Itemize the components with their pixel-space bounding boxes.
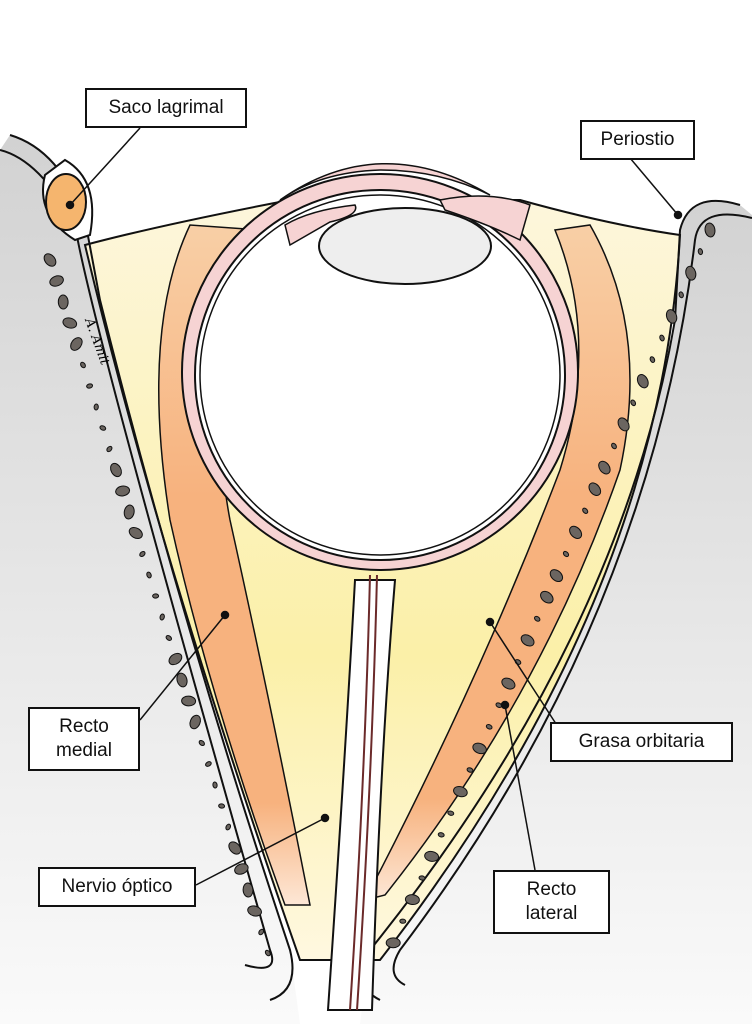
bone-pore: [99, 425, 107, 431]
bone-pore: [110, 462, 122, 478]
lacrimal-sac: [45, 173, 87, 231]
right-orbital-bone: [360, 200, 752, 1024]
bone-pore: [258, 928, 265, 936]
bone-pore: [569, 525, 583, 539]
bone-pore: [685, 265, 697, 281]
bone-pore: [49, 275, 64, 287]
label-lacrimal-sac: Saco lagrimal: [85, 88, 247, 128]
bone-pore: [189, 714, 201, 730]
bone-pore: [617, 417, 630, 432]
bone-pore: [472, 742, 487, 755]
bone-pore: [549, 569, 564, 583]
bone-pore: [152, 593, 160, 599]
bone-pore: [582, 507, 589, 514]
bone-pore: [242, 882, 254, 898]
bone-pore: [630, 399, 637, 407]
bone-pore: [399, 918, 407, 924]
bone-pore: [588, 482, 602, 496]
bone-pore: [520, 634, 535, 647]
bone-pore: [485, 724, 493, 730]
bone-pore: [115, 485, 131, 497]
bone-pore: [165, 635, 173, 641]
label-medial-rectus: Recto medial: [28, 707, 140, 771]
bone-pore: [424, 850, 440, 862]
bone-pore: [70, 337, 83, 351]
bone-pore: [128, 527, 143, 539]
bone-pore: [453, 785, 468, 798]
bone-pore: [198, 739, 205, 747]
bone-pore: [659, 334, 665, 342]
bone-pore: [418, 875, 426, 881]
bone-pore: [404, 894, 420, 906]
bone-pore: [139, 550, 146, 558]
lens: [318, 207, 492, 285]
bone-pore: [697, 248, 704, 256]
bone-pore: [106, 445, 113, 453]
bone-pore: [80, 361, 86, 369]
bone-pore: [225, 823, 232, 831]
bone-pore: [181, 695, 197, 707]
left-orbital-bone: [0, 135, 300, 1024]
bone-pore: [611, 442, 617, 450]
bone-pore: [466, 767, 474, 773]
bone-pore: [533, 615, 541, 622]
bone-pore: [168, 652, 183, 666]
bone-pore: [228, 841, 242, 855]
bone-pore: [437, 832, 445, 838]
bone-pore: [385, 937, 401, 949]
bone-pore: [501, 677, 516, 690]
bone-pore: [678, 291, 684, 299]
iris-ciliary-medial: [284, 204, 357, 247]
bone-pore: [93, 403, 99, 411]
bone-pore: [86, 383, 94, 389]
bone-pore: [62, 317, 78, 329]
bone-pore: [159, 613, 165, 621]
label-optic-nerve: Nervio óptico: [38, 867, 196, 907]
bone-pore: [704, 222, 716, 238]
bone-pore: [123, 504, 135, 520]
globe-interior: [194, 189, 566, 561]
bone-pore: [636, 374, 649, 389]
bone-pore: [562, 550, 570, 558]
bone-pore: [234, 863, 249, 875]
bone-pore: [218, 803, 226, 809]
bone-pore: [212, 781, 218, 789]
label-lateral-rectus: Recto lateral: [493, 870, 610, 934]
bone-pore: [665, 309, 678, 324]
label-periosteum: Periostio: [580, 120, 695, 160]
bone-pore: [447, 810, 455, 816]
label-orbital-fat: Grasa orbitaria: [550, 722, 733, 762]
bone-pore: [247, 905, 262, 917]
bone-pore: [264, 949, 271, 957]
bone-pore: [540, 590, 554, 604]
bone-pore: [146, 571, 152, 579]
bone-pore: [205, 761, 212, 767]
bone-pore: [649, 356, 656, 363]
iris-ciliary-lateral: [438, 195, 531, 242]
bone-pore: [57, 294, 69, 310]
bone-pore: [598, 460, 611, 475]
bone-pore: [43, 253, 57, 267]
bone-pore: [176, 672, 188, 688]
